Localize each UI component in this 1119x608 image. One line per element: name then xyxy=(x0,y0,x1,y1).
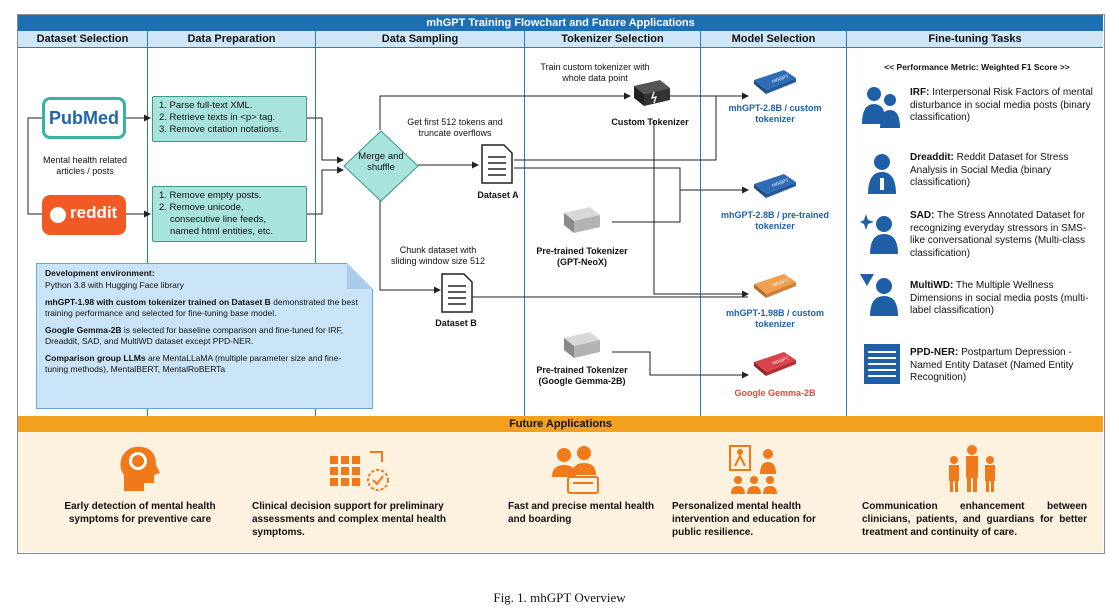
future-item: Personalized mental health intervention … xyxy=(672,501,816,538)
task-sad: SAD: The Stress Annotated Dataset for re… xyxy=(910,210,1095,260)
model-chip-label: mhGPT xyxy=(771,74,789,85)
task-desc: Reddit Dataset for Stress Analysis in So… xyxy=(910,152,1069,188)
model-chip-icon: mhGPT xyxy=(754,352,796,376)
family-icon xyxy=(949,445,995,492)
prep-step: named html entities, etc. xyxy=(170,226,273,237)
col-data-preparation: Data Preparation xyxy=(148,31,315,48)
divider xyxy=(147,31,148,416)
task-desc: Interpersonal Risk Factors of mental dis… xyxy=(910,87,1093,123)
divider xyxy=(700,31,701,416)
neox-tokenizer-label: Pre-trained Tokenizer (GPT-NeoX) xyxy=(536,246,628,267)
merge-label: Merge and shuffle xyxy=(358,151,404,173)
decision-grid-icon xyxy=(330,451,389,491)
note-bold: Comparison group LLMs xyxy=(45,353,146,363)
consultation-icon xyxy=(552,446,599,494)
people-icon xyxy=(862,87,900,128)
task-multiwd: MultiWD: The Multiple Wellness Dimension… xyxy=(910,280,1095,318)
model-label: Google Gemma-2B xyxy=(734,388,816,398)
first-tokens-label: Get first 512 tokens and truncate overfl… xyxy=(407,117,503,138)
figure-caption: Fig. 1. mhGPT Overview xyxy=(493,590,626,605)
future-applications-heading: Future Applications xyxy=(18,416,1103,432)
prep-step: 1. Remove empty posts. xyxy=(159,190,262,201)
task-name: MultiWD: xyxy=(910,280,954,291)
prep-step: 2. Remove unicode, xyxy=(159,202,244,213)
pubmed-logo: PubMed xyxy=(42,97,126,139)
col-tokenizer-selection: Tokenizer Selection xyxy=(525,31,700,48)
dev-env-heading: Development environment: xyxy=(45,268,155,278)
custom-tokenizer-label: Custom Tokenizer xyxy=(611,117,689,127)
prep-step: 1. Parse full-text XML. xyxy=(159,100,253,111)
future-item: Clinical decision support for preliminar… xyxy=(252,501,446,538)
document-icon xyxy=(481,144,513,184)
reddit-logo: reddit xyxy=(42,195,126,235)
diagram-title: mhGPT Training Flowchart and Future Appl… xyxy=(18,15,1103,31)
task-name: SAD: xyxy=(910,210,935,221)
model-label: mhGPT-2.8B / pre-trained tokenizer xyxy=(720,210,830,231)
future-item: Fast and precise mental health and board… xyxy=(508,501,655,525)
note-folded-corner xyxy=(347,263,373,289)
model-chip-icon: mhGPT xyxy=(754,274,796,298)
note-text: demonstrated the best training performan… xyxy=(45,297,358,318)
reddit-prep-steps: 1. Remove empty posts. 2. Remove unicode… xyxy=(152,186,307,242)
model-chip-icon: mhGPT xyxy=(754,70,796,94)
merge-diamond xyxy=(343,130,419,202)
prep-step: 3. Remove citation notations. xyxy=(159,124,282,135)
col-finetuning-tasks: Fine-tuning Tasks xyxy=(847,31,1103,48)
document-icon xyxy=(441,273,473,313)
future-item: Early detection of mental health symptom… xyxy=(64,501,216,525)
train-tokenizer-label: Train custom tokenizer with whole data p… xyxy=(540,62,650,83)
reddit-alien-icon xyxy=(50,207,66,223)
task-name: PPD-NER: xyxy=(910,347,959,358)
divider xyxy=(524,31,525,416)
col-data-sampling: Data Sampling xyxy=(316,31,524,48)
col-dataset-selection: Dataset Selection xyxy=(18,31,147,48)
model-label: mhGPT-2.8B / custom tokenizer xyxy=(728,103,822,124)
dataset-a-label: Dataset A xyxy=(477,190,519,200)
gemma-tokenizer-label: Pre-trained Tokenizer (Google Gemma-2B) xyxy=(536,365,628,386)
note-text: are MentaLLaMA (multiple parameter size … xyxy=(45,353,342,374)
chunk-label: Chunk dataset with sliding window size 5… xyxy=(390,245,486,266)
prep-step: 2. Retrieve texts in <p> tag. xyxy=(159,112,276,123)
pubmed-logo-text: PubMed xyxy=(49,108,119,128)
future-item: Communication enhancement between clinic… xyxy=(862,501,1087,538)
diagram-frame xyxy=(17,14,1105,554)
prep-step: consecutive line feeds, xyxy=(170,214,267,225)
performance-metric: << Performance Metric: Weighted F1 Score… xyxy=(884,62,1070,72)
server-icon xyxy=(564,332,600,358)
stressed-person-icon xyxy=(868,154,896,194)
server-icon xyxy=(634,80,670,106)
task-desc: The Multiple Wellness Dimensions in soci… xyxy=(910,280,1089,316)
model-chip-icon: mhGPT xyxy=(754,174,796,198)
model-chip-label: mhGPT xyxy=(771,178,789,189)
server-icon xyxy=(564,207,600,233)
education-icon xyxy=(729,445,777,494)
dataset-b-label: Dataset B xyxy=(435,318,477,328)
model-chip-label: mhGPT xyxy=(771,278,789,289)
pubmed-prep-steps: 1. Parse full-text XML. 2. Retrieve text… xyxy=(152,96,307,142)
task-ppd-ner: PPD-NER: Postpartum Depression - Named E… xyxy=(910,347,1095,385)
task-desc: Postpartum Depression - Named Entity Dat… xyxy=(910,347,1074,383)
dev-env-line: Python 3.8 with Hugging Face library xyxy=(45,280,184,290)
reddit-logo-text: reddit xyxy=(70,203,118,222)
divider xyxy=(846,31,847,416)
task-dreaddit: Dreaddit: Reddit Dataset for Stress Anal… xyxy=(910,152,1095,190)
col-model-selection: Model Selection xyxy=(701,31,846,48)
wellness-person-icon xyxy=(860,274,898,316)
document-list-icon xyxy=(864,344,900,384)
note-bold: mhGPT-1.98 with custom tokenizer trained… xyxy=(45,297,271,307)
person-spark-icon xyxy=(860,214,898,254)
dev-environment-note: Development environment: Python 3.8 with… xyxy=(36,263,373,409)
task-name: IRF: xyxy=(910,87,930,98)
model-chip-label: mhGPT xyxy=(771,356,789,367)
brain-head-icon xyxy=(120,446,160,491)
model-label: mhGPT-1.98B / custom tokenizer xyxy=(725,308,825,329)
divider xyxy=(315,31,316,416)
task-desc: The Stress Annotated Dataset for recogni… xyxy=(910,210,1087,259)
dataset-caption: Mental health related articles / posts xyxy=(42,155,128,176)
note-bold: Google Gemma-2B xyxy=(45,325,122,335)
note-text: is selected for baseline comparison and … xyxy=(45,325,344,346)
task-name: Dreaddit: xyxy=(910,152,954,163)
task-irf: IRF: Interpersonal Risk Factors of menta… xyxy=(910,87,1095,125)
